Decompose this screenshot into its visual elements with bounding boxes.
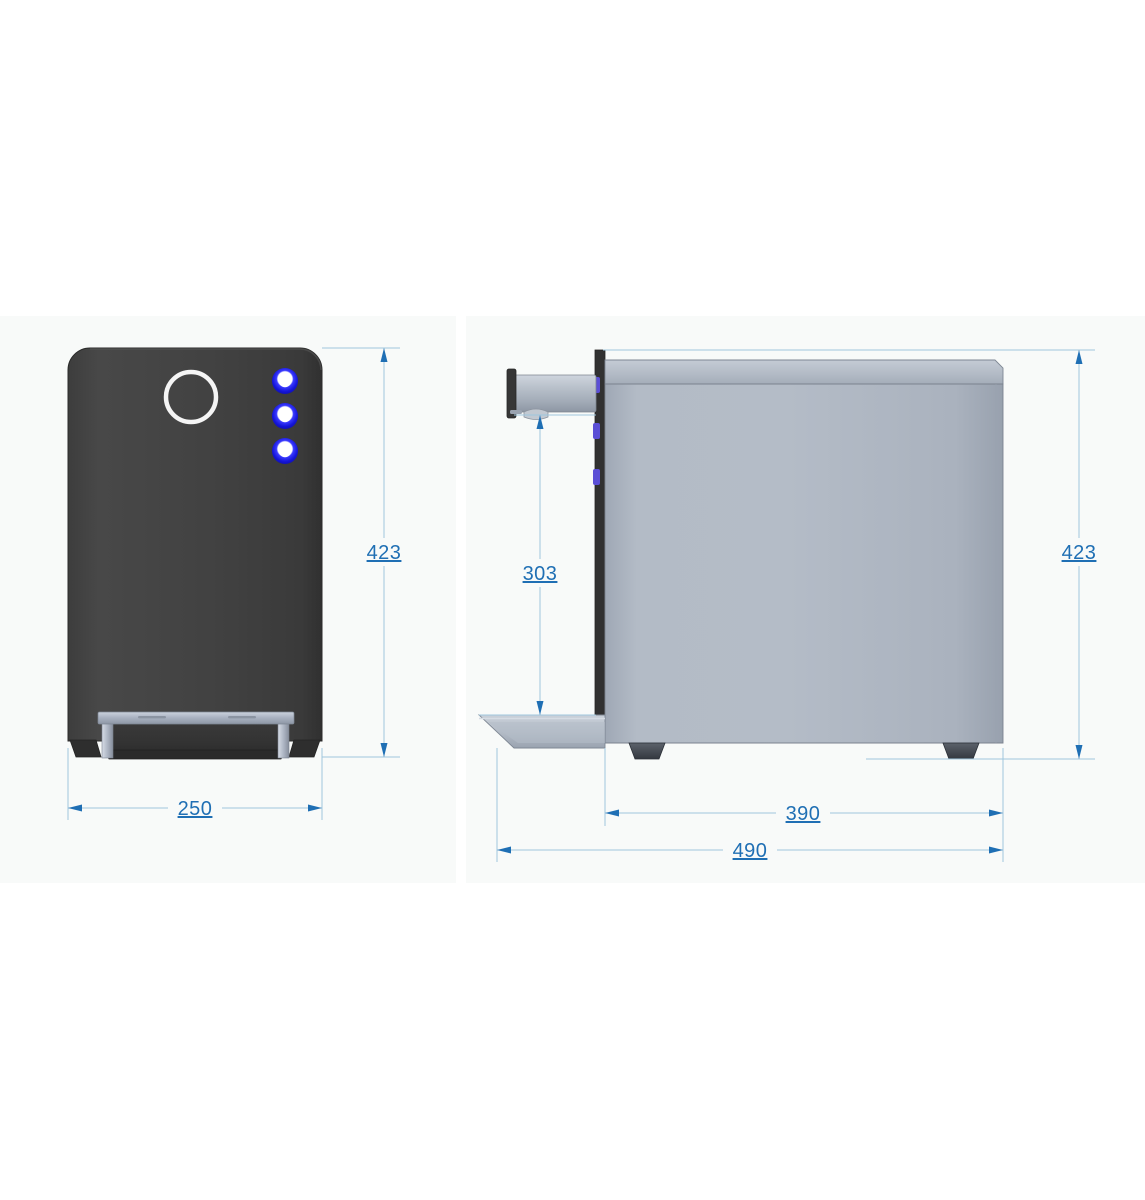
front-foot-right [288, 739, 321, 758]
side-dim-303-label: 303 [523, 563, 558, 585]
side-view-drawing: 303 423 [477, 349, 1097, 862]
front-dim-width: 250 [67, 748, 323, 820]
side-dim-390-label: 390 [786, 803, 821, 825]
front-dim-width-label: 250 [178, 798, 213, 820]
side-body-group [593, 349, 1004, 760]
front-button-group [272, 368, 298, 464]
front-drip-tray-group [97, 711, 295, 760]
side-dim-height: 423 [603, 349, 1097, 760]
front-dim-height: 423 [322, 347, 402, 758]
front-cabinet [67, 347, 323, 742]
spout-nozzle [523, 408, 549, 420]
spout-barrel [513, 374, 597, 413]
front-dim-height-arrow-top [380, 348, 388, 362]
side-top-lid [604, 359, 1004, 385]
side-dim-390-arrow-left [605, 809, 619, 817]
front-dim-height-label: 423 [367, 542, 402, 564]
drip-tray-slot-left [138, 716, 166, 719]
side-dim-303-arrow-bottom [536, 701, 544, 715]
side-dim-overall-depth: 490 [496, 748, 1004, 862]
side-dim-390-arrow-right [989, 809, 1003, 817]
front-foot-left [69, 739, 102, 758]
side-dim-303-arrow-top [536, 415, 544, 429]
front-body-group [67, 347, 323, 758]
side-foot-rear [943, 743, 979, 759]
side-button-edge-2[interactable] [593, 423, 600, 439]
front-cabinet-top-highlight [90, 348, 322, 371]
side-front-bezel [594, 349, 606, 744]
side-dim-423-label: 423 [1062, 542, 1097, 564]
side-dim-490-arrow-left [497, 846, 511, 854]
side-view-panel: 303 423 [466, 316, 1145, 883]
dispense-button-1-core [278, 374, 292, 388]
side-dim-490-label: 490 [733, 840, 768, 862]
side-foot-front-outline [628, 742, 666, 760]
side-dim-423-arrow-top [1075, 350, 1083, 364]
front-dim-width-arrow-left [68, 804, 82, 812]
dispense-button-3-core [278, 444, 292, 458]
side-view-title: Side View [0, 0, 1, 1]
drip-tray-lip [97, 711, 295, 725]
side-button-edge-3[interactable] [593, 469, 600, 485]
side-dim-423-arrow-bottom [1075, 745, 1083, 759]
spout-end-cap [506, 368, 517, 419]
side-foot-front [629, 743, 665, 759]
side-dim-spout-height: 303 [479, 414, 596, 716]
side-cabinet [604, 383, 1004, 744]
front-view-title: Front View [0, 0, 1, 1]
front-status-ring-group [163, 369, 219, 425]
side-dim-490-arrow-right [989, 846, 1003, 854]
side-drip-tray-group [477, 714, 606, 749]
drip-tray-slot-right [228, 716, 256, 719]
side-drip-tray-inner [488, 722, 605, 743]
front-view-panel: 423 250 [0, 316, 456, 883]
dispense-button-2-core [278, 409, 292, 423]
front-dim-height-arrow-bottom [380, 743, 388, 757]
front-dim-width-arrow-right [308, 804, 322, 812]
status-ring-icon [163, 369, 219, 425]
spout-tab [510, 410, 522, 414]
front-view-drawing: 423 250 [67, 347, 402, 820]
drip-tray-base [103, 749, 287, 760]
side-dim-body-depth: 390 [604, 748, 1004, 826]
side-spout-group [506, 368, 597, 420]
